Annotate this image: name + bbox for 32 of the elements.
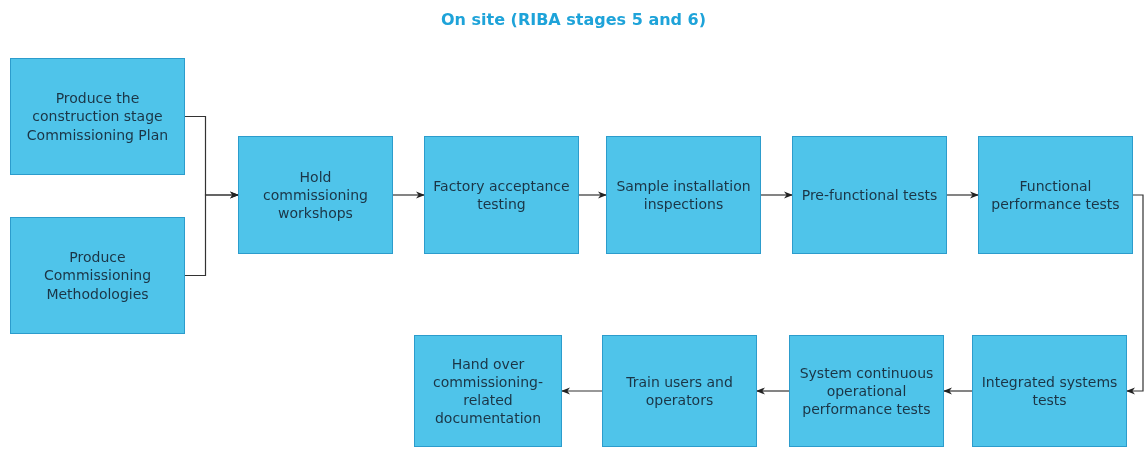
- arrow: [943, 387, 973, 395]
- box-label: Train users and operators: [625, 372, 734, 410]
- box-label: Produce Commissioning Methodologies: [42, 248, 153, 303]
- process-box: [792, 136, 947, 254]
- arrow: [392, 191, 425, 199]
- process-box: [238, 136, 393, 254]
- arrow: [184, 191, 239, 277]
- process-box: [602, 335, 757, 447]
- arrow: [561, 387, 603, 395]
- process-box: [606, 136, 761, 254]
- process-box: [414, 335, 562, 447]
- process-box: [10, 217, 185, 334]
- box-label: Hold commissioning workshops: [262, 167, 369, 223]
- box-label: Sample installation inspections: [615, 176, 752, 214]
- box-label: System continuous operational performance tests: [798, 363, 935, 419]
- process-box: [972, 335, 1127, 447]
- process-box: [978, 136, 1133, 254]
- box-label: Produce the construction stage Commissioning Plan: [25, 89, 170, 144]
- box-label: Factory acceptance testing: [432, 176, 571, 214]
- arrow: [1126, 194, 1144, 395]
- arrow: [946, 191, 979, 199]
- box-label: Pre-functional tests: [801, 185, 938, 205]
- arrow: [760, 191, 793, 199]
- box-label: Integrated systems tests: [980, 372, 1119, 410]
- process-box: [10, 58, 185, 175]
- arrow: [578, 191, 607, 199]
- process-box: [789, 335, 944, 447]
- box-label: Functional performance tests: [990, 176, 1121, 214]
- box-label: Hand over commissioning-related documentation: [431, 354, 544, 428]
- diagram-title: On site (RIBA stages 5 and 6): [440, 10, 707, 29]
- arrow: [756, 387, 790, 395]
- process-box: [424, 136, 579, 254]
